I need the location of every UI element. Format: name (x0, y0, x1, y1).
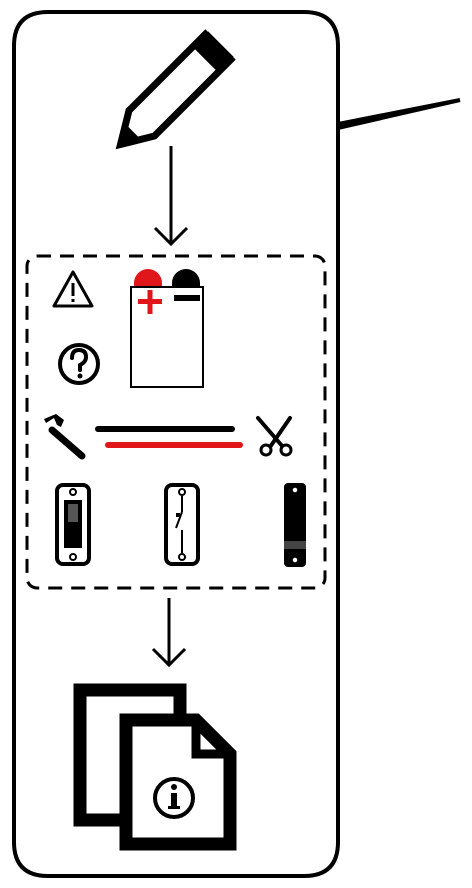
wrench-icon (44, 414, 86, 460)
relay-icon (164, 483, 200, 566)
documents-info-icon (73, 683, 237, 851)
pencil-icon (115, 29, 236, 150)
battery-negative-symbol (174, 295, 200, 301)
warning-icon (52, 270, 94, 308)
arrow-down-icon (151, 598, 187, 668)
dashed-panel (25, 254, 327, 590)
switch-icon (55, 483, 91, 566)
scissors-icon (256, 416, 293, 457)
wire-pair (95, 426, 243, 448)
battery-icon (130, 269, 204, 388)
arrow-down-icon (153, 146, 189, 247)
fuse-icon (284, 483, 306, 567)
help-icon (58, 343, 100, 385)
